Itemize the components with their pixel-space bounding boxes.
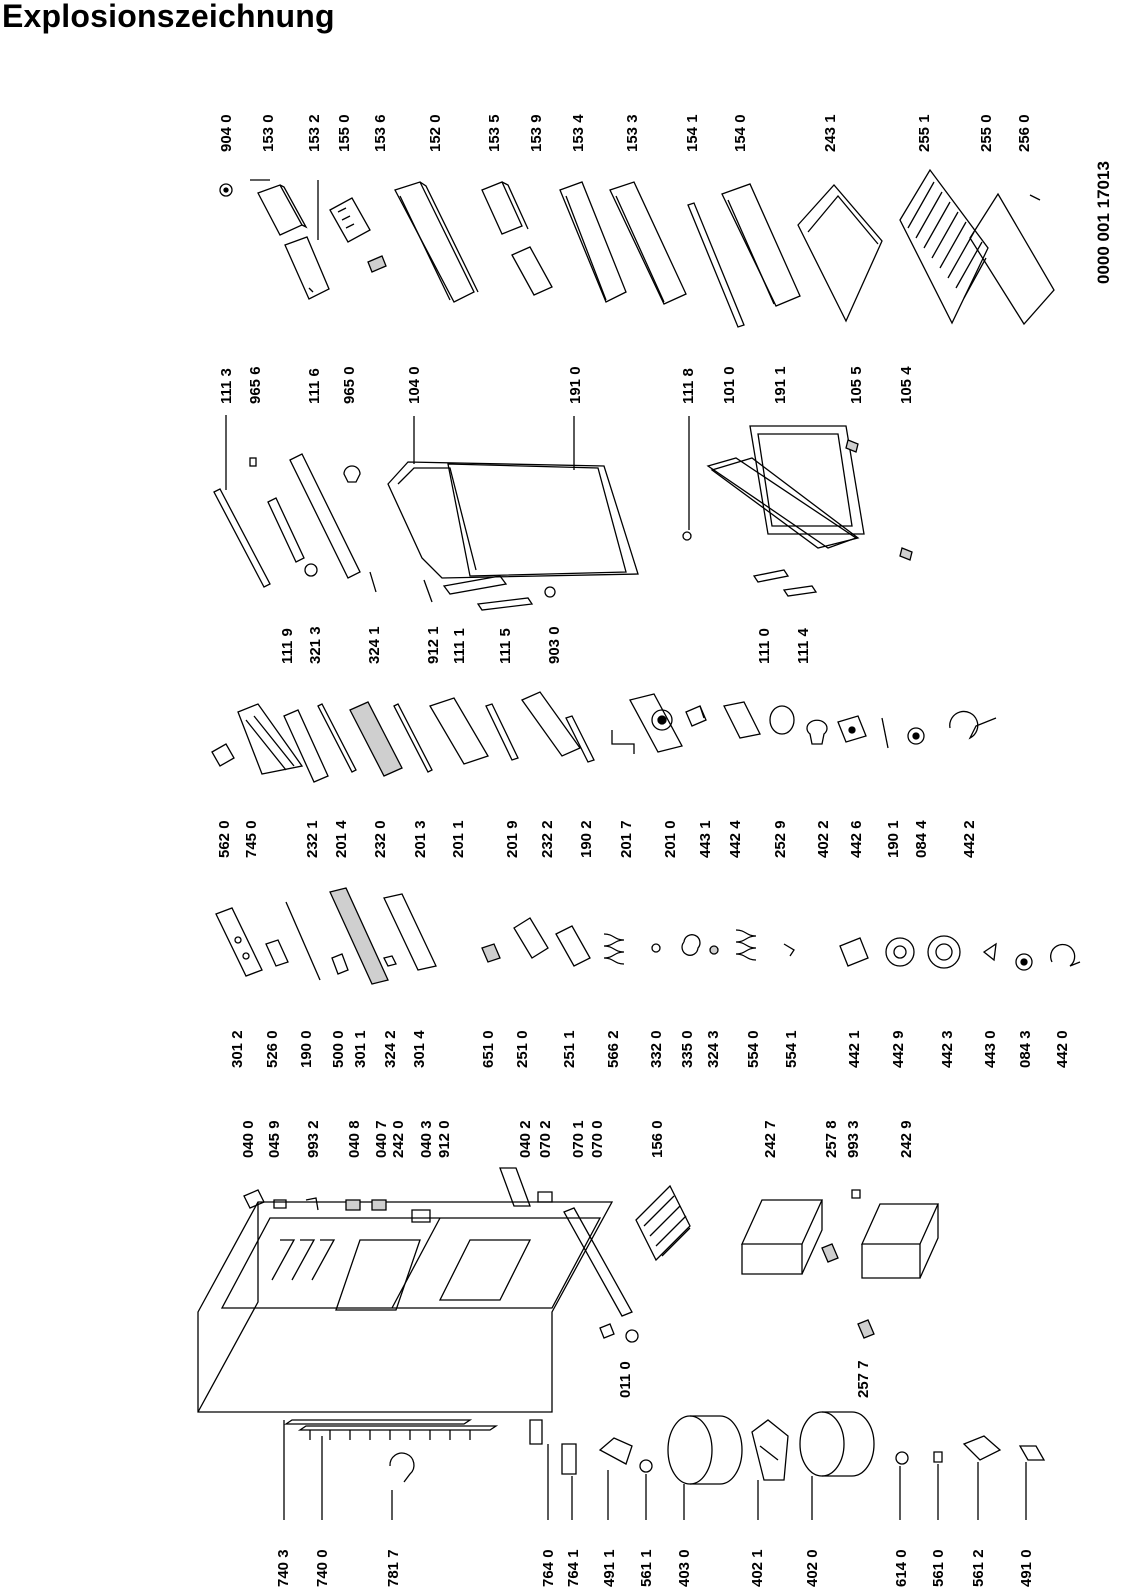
door-shelf-icon xyxy=(394,181,479,303)
door-gasket-icon xyxy=(682,531,692,541)
handle-bar-icon xyxy=(442,575,534,611)
fan-cover-icon xyxy=(723,701,761,739)
hinge-middle-icon xyxy=(411,1167,553,1223)
kick-plate-icon xyxy=(563,1207,633,1317)
shelf-icon xyxy=(969,192,1055,326)
bent-rod-icon xyxy=(611,730,635,754)
relay-icon xyxy=(839,937,869,967)
screw-small-icon xyxy=(544,586,556,598)
hinge-top-icon xyxy=(243,1189,387,1211)
lamp-icon xyxy=(331,953,349,975)
switch-icon xyxy=(383,893,437,971)
wire-icon xyxy=(881,717,889,749)
fridge-door-icon xyxy=(706,425,865,549)
handle-icon xyxy=(304,563,318,577)
ice-tray-icon xyxy=(329,197,371,243)
condenser-icon xyxy=(283,1419,499,1440)
handle-fridge-icon xyxy=(752,569,818,597)
cabinet-icon xyxy=(197,1201,614,1413)
compressor-main-icon xyxy=(799,1411,875,1477)
bracket-icon xyxy=(429,691,595,765)
freezer-door-icon xyxy=(387,461,639,579)
capacitor-coil-icon xyxy=(735,929,757,961)
door-balcony-icon xyxy=(559,181,687,305)
motor-icon xyxy=(907,710,997,745)
fan-blade-icon xyxy=(685,705,707,727)
drawer-icon xyxy=(740,1199,824,1275)
drain-icon xyxy=(389,1452,415,1483)
drawer-lower-icon xyxy=(860,1203,940,1279)
small-part-icon xyxy=(651,934,719,956)
gasket-strip-icon xyxy=(213,488,271,588)
small-holder-icon xyxy=(367,255,387,273)
page-title: Explosionszeichnung xyxy=(2,0,335,34)
pin-icon xyxy=(423,579,433,603)
compressor-box-icon xyxy=(751,1419,789,1481)
thermostat-icon xyxy=(481,917,591,967)
evaporator-icon xyxy=(211,703,304,775)
egg-tray-icon xyxy=(219,183,233,197)
relay-box-icon xyxy=(598,1437,653,1473)
butter-dish-icon xyxy=(257,184,330,300)
bottle-rack-icon xyxy=(481,181,553,296)
cable-icon xyxy=(285,901,321,981)
rod-icon xyxy=(317,703,433,773)
thermostat-knob-icon xyxy=(769,705,867,745)
shelf-trim-icon xyxy=(687,202,745,328)
wire-shelf-icon xyxy=(899,168,989,325)
fan-housing-icon xyxy=(629,693,683,753)
cap-icon xyxy=(249,457,257,467)
light-cover-icon xyxy=(329,887,389,985)
fan-motor-icon xyxy=(885,935,1081,971)
door-tray-icon xyxy=(721,183,801,307)
screw-icon xyxy=(369,571,377,593)
ice-grid-icon xyxy=(635,1184,691,1262)
hinge-pin-icon xyxy=(845,439,913,561)
compressor-icon xyxy=(667,1415,743,1485)
filter-drier-icon xyxy=(529,1419,577,1475)
grommet-icon xyxy=(895,1435,1046,1465)
crisper-cover-icon xyxy=(349,701,403,777)
roller-icon xyxy=(821,1189,875,1339)
clip-small-icon xyxy=(783,943,795,957)
crisper-box-icon xyxy=(335,1239,532,1311)
drip-tray-icon xyxy=(283,709,329,783)
leveling-foot-icon xyxy=(599,1323,639,1343)
clip-icon xyxy=(1029,194,1041,201)
glass-shelf-icon xyxy=(797,184,883,323)
heater-coil-icon xyxy=(603,933,625,965)
lamp-holder-icon xyxy=(265,939,289,967)
control-panel-icon xyxy=(215,907,263,977)
hinge-cover-icon xyxy=(267,453,361,579)
hinge-bush-icon xyxy=(343,465,361,483)
